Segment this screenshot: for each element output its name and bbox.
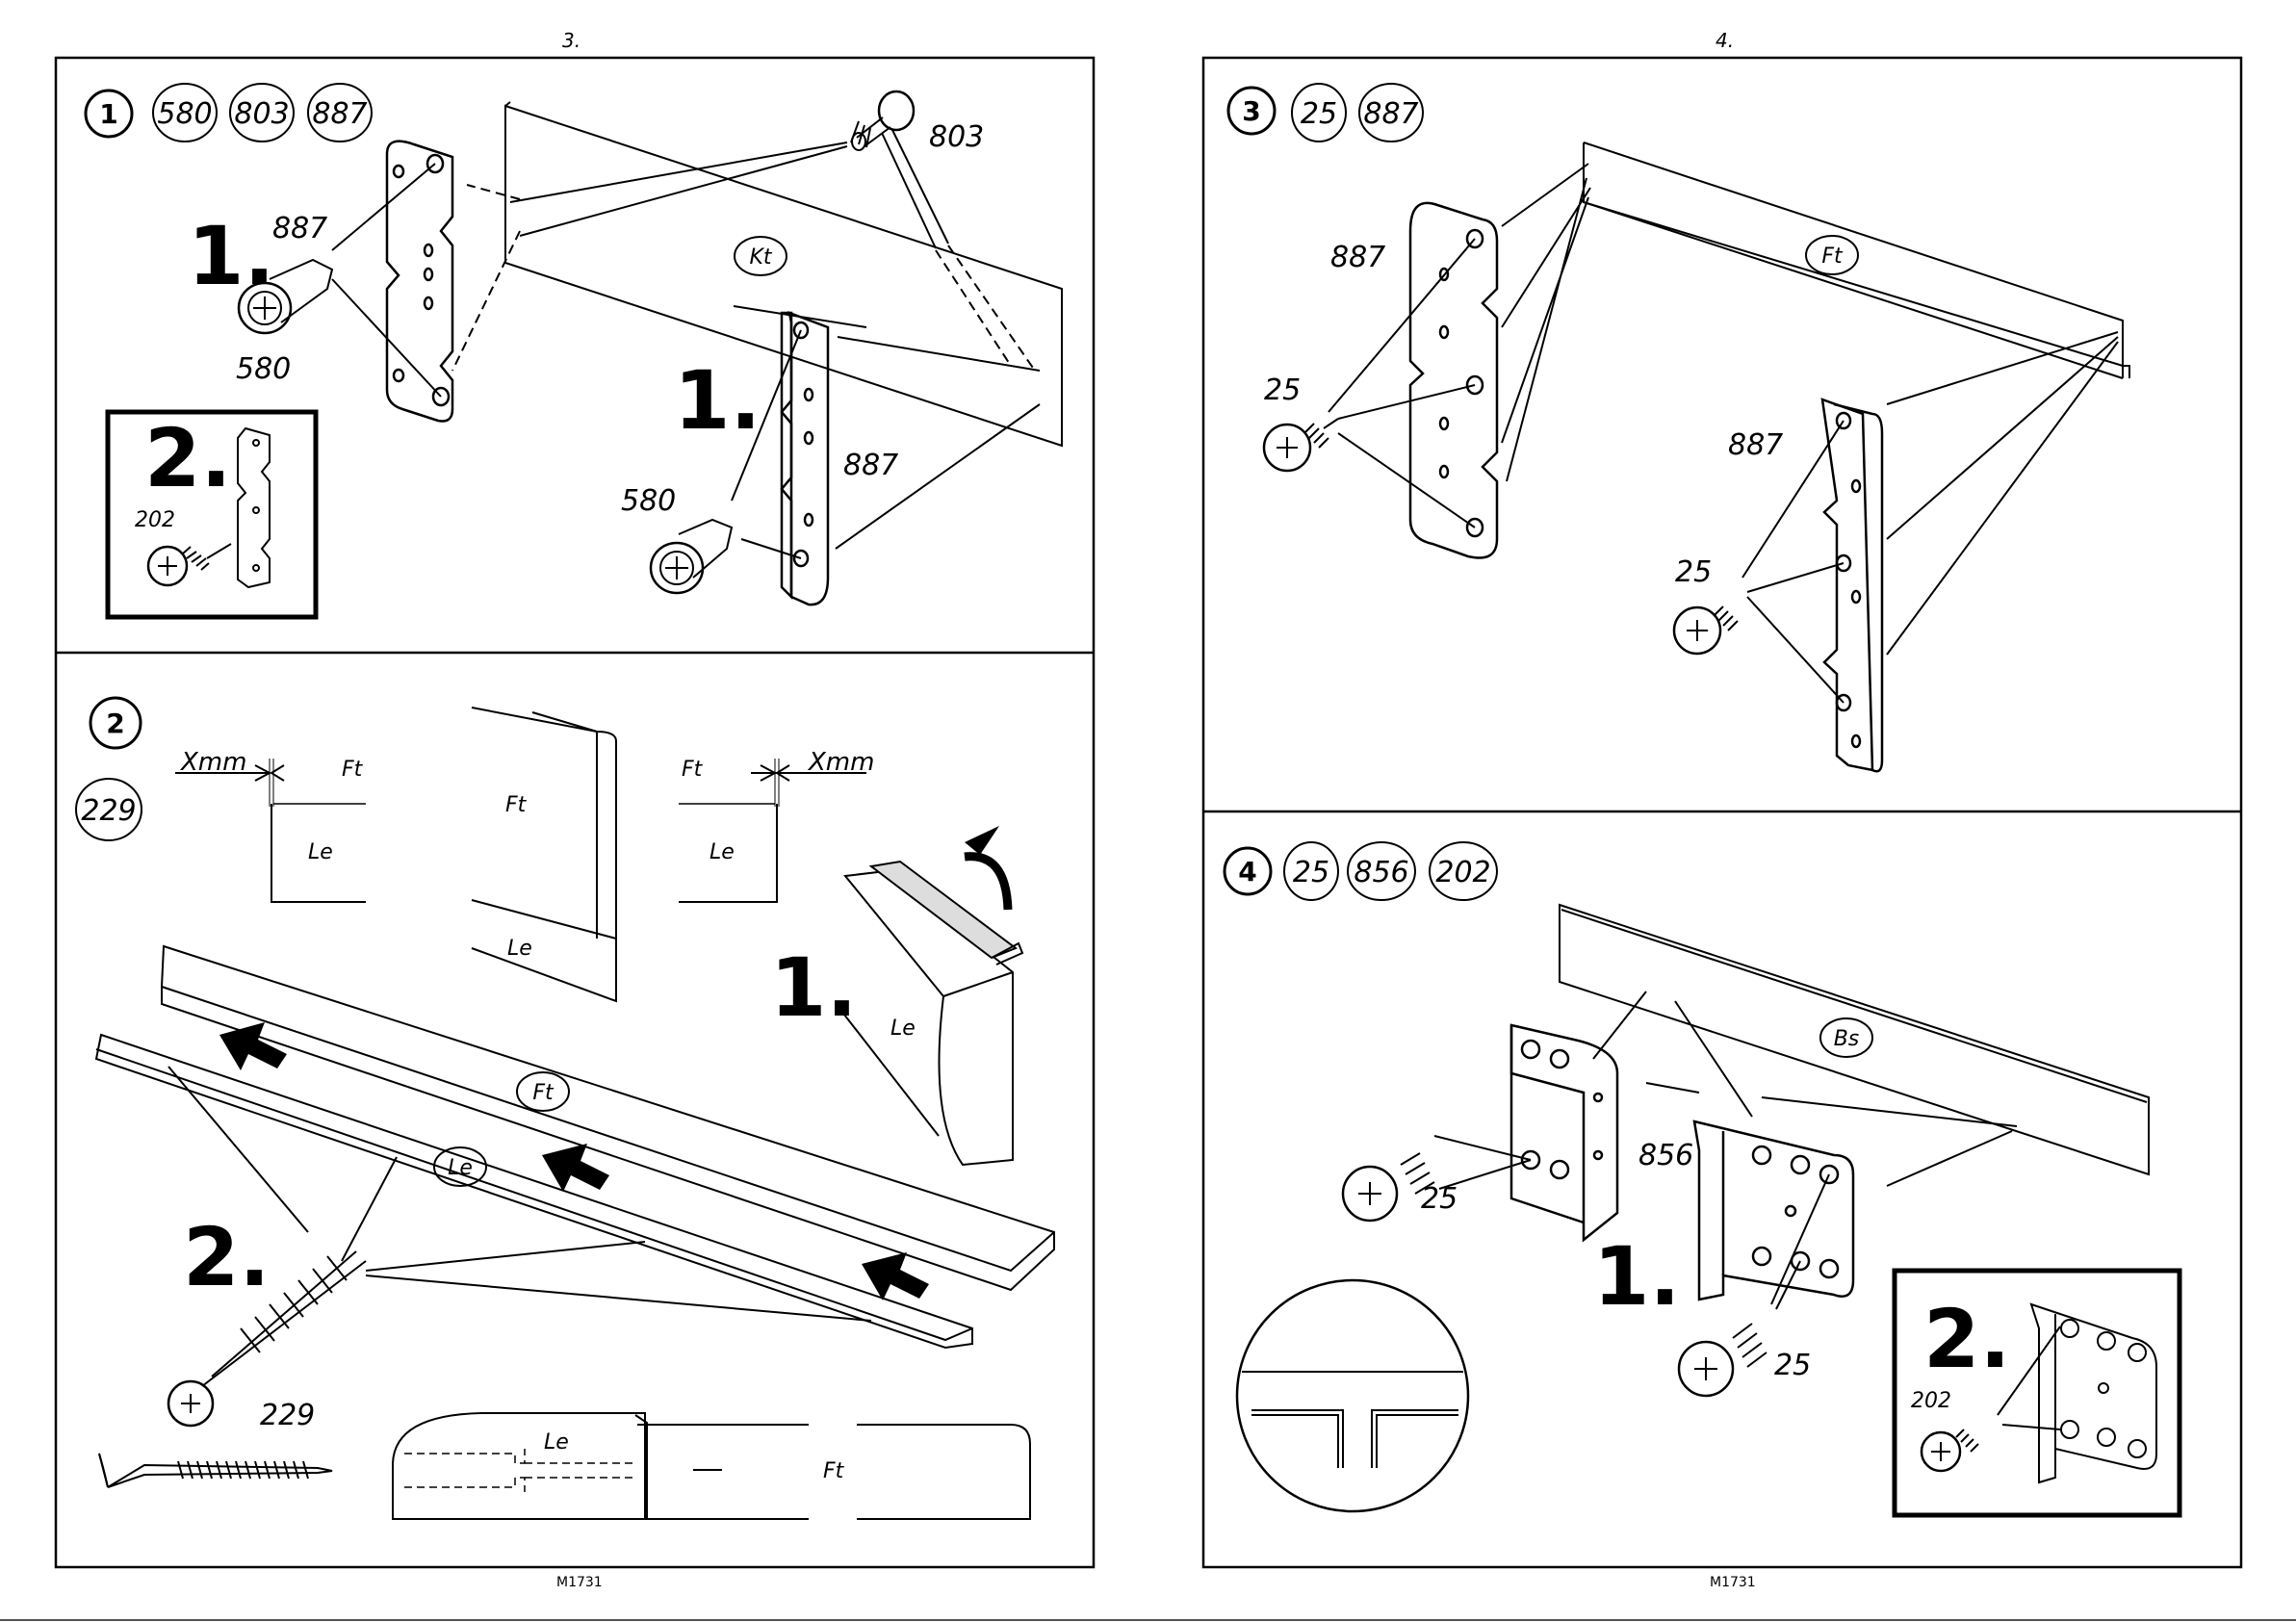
- edge-tape-detail: [845, 862, 1022, 1165]
- step3-right-plate-label: 887: [1728, 428, 1783, 462]
- step4-substep-2: 2.: [1923, 1292, 2010, 1386]
- step3-right-screw-label: 25: [1675, 555, 1712, 589]
- step2-substep-1: 1.: [770, 940, 857, 1035]
- step2-number: 2: [106, 708, 124, 739]
- step1-pin-label: 803: [929, 120, 984, 154]
- step2-section-le: Le: [544, 1430, 569, 1455]
- step2-ft-board-label: Ft: [532, 1081, 555, 1105]
- step4-magnifier-detail: [1237, 1280, 1468, 1511]
- step2-le-right: Le: [709, 840, 735, 864]
- step4-inset-screw-label: 202: [1911, 1389, 1951, 1413]
- step4-panel: 4 25 856 202 Bs: [1225, 842, 2180, 1515]
- step1-part-b: 803: [234, 97, 289, 131]
- step1-board-label: Kt: [749, 245, 772, 270]
- step2-ft-left: Ft: [342, 758, 364, 782]
- step1-board: [505, 106, 1062, 446]
- screw-icon-step3-left: [1264, 419, 1338, 471]
- step3-left-plate-label: 887: [1330, 241, 1385, 274]
- dowel-icon-right: [651, 520, 732, 593]
- step1-right-dowel-label: 580: [621, 484, 676, 518]
- step1-left-plate: [387, 142, 452, 422]
- pin-guide-lines: [510, 142, 847, 236]
- step1-panel: 1 580 803 887 Kt 803: [86, 84, 1062, 617]
- step2-le-middle: Le: [507, 937, 532, 961]
- step1-left-plate-label: 887: [272, 212, 327, 245]
- step4-bracket-right: [1694, 1121, 1853, 1300]
- step4-part-a: 25: [1293, 856, 1329, 889]
- push-arrows: [219, 1022, 929, 1300]
- step4-right-screw-label: 25: [1774, 1349, 1811, 1382]
- step4-part-b: 856: [1354, 856, 1408, 889]
- step3-left-screw-label: 25: [1264, 373, 1301, 407]
- step2-le-left: Le: [308, 840, 333, 864]
- step2-le-board-label: Le: [448, 1156, 473, 1180]
- step2-le-tape: Le: [890, 1017, 916, 1041]
- screw-icon-inset: [148, 544, 231, 585]
- step3-part-a: 25: [1301, 97, 1337, 131]
- step3-part-b: 887: [1363, 97, 1418, 131]
- step3-panel: 3 25 887 Ft 887 25: [1228, 84, 2129, 771]
- step2-front-panel: [472, 708, 616, 1001]
- step3-left-plate: [1410, 203, 1497, 558]
- step2-ft-right: Ft: [682, 758, 704, 782]
- step1-right-plate-label: 887: [843, 449, 898, 482]
- screw-icon-inset-right: [1922, 1429, 1978, 1471]
- step4-board-label: Bs: [1834, 1027, 1860, 1051]
- step2-section-detail: [393, 1413, 1030, 1519]
- step1-number: 1: [99, 98, 117, 130]
- screw-icon-step3-right: [1674, 606, 1738, 654]
- screw-icon-step4-right: [1679, 1324, 1767, 1396]
- step2-ft-middle: Ft: [505, 793, 528, 817]
- step4-bracket-left: [1511, 1025, 1617, 1240]
- step2-screw-label: 229: [260, 1399, 315, 1432]
- step1-substep-1-right: 1.: [674, 353, 761, 448]
- step3-board: [1584, 142, 2123, 378]
- step1-part-c: 887: [312, 97, 367, 131]
- step4-part-c: 202: [1435, 856, 1490, 889]
- step3-number: 3: [1242, 95, 1260, 127]
- step2-substep-2: 2.: [183, 1210, 270, 1304]
- step3-board-label: Ft: [1821, 245, 1844, 269]
- step1-substep-2: 2.: [144, 411, 231, 505]
- step4-bracket-label: 856: [1638, 1139, 1693, 1172]
- peel-arrow-icon: [965, 857, 1008, 910]
- step1-inset-screw-label: 202: [135, 508, 175, 532]
- step2-panel: 2 229 Xmm Ft Le Ft Le Xmm: [76, 698, 1054, 1519]
- step4-substep-1: 1.: [1593, 1229, 1680, 1324]
- step4-left-screw-label: 25: [1421, 1182, 1458, 1216]
- inset-plate-icon: [238, 428, 270, 587]
- step4-number: 4: [1238, 856, 1256, 888]
- inset-bracket-icon: [2031, 1304, 2156, 1482]
- step1-left-dowel-label: 580: [236, 352, 291, 386]
- screw-side-icon: [99, 1454, 332, 1487]
- step2-part: 229: [81, 794, 136, 828]
- step1-part-a: 580: [157, 97, 212, 131]
- step1-substep-1-left: 1.: [188, 209, 274, 303]
- step3-right-plate: [1822, 399, 1882, 771]
- step2-section-ft: Ft: [823, 1459, 845, 1483]
- cam-pin-icon: [851, 91, 914, 150]
